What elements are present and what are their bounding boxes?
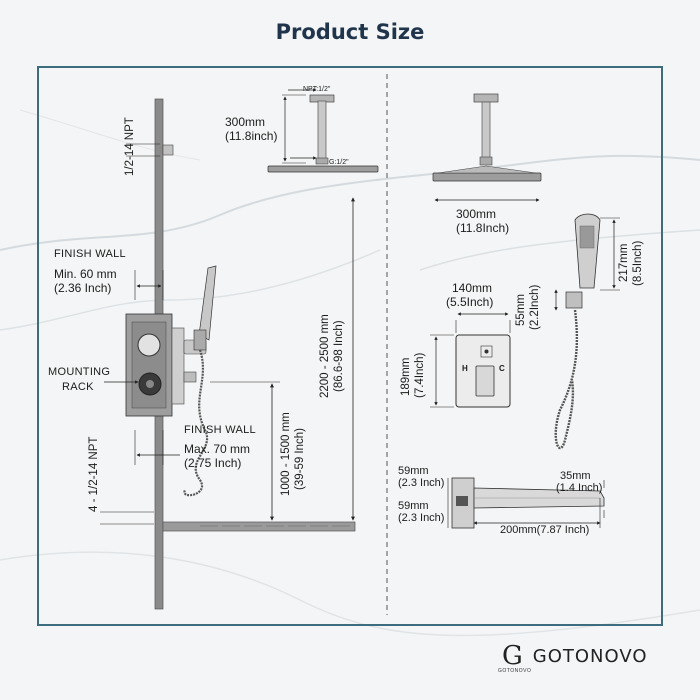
top-pipe-connection [126,143,174,157]
hot-mark: H [462,364,468,373]
max-depth-inch-label: (2.75 Inch) [184,456,242,470]
arm-length-inch-label: (11.8inch) [225,129,278,143]
spout-height-2-inch-label: (2.3 Inch) [398,512,445,524]
handheld-length-inch-label: (8.5Inch) [632,240,644,286]
total-height-inch-label: (86.6-98 Inch) [333,320,345,392]
spout-thickness-label: 35mm [560,470,591,482]
tub-spout [447,477,605,529]
valve-height-dimension [210,381,280,521]
plate-width-label: 140mm [452,281,493,295]
plate-width-inch-label: (5.5Inch) [446,295,494,309]
valve-height-inch-label: (39-59 Inch) [294,427,306,490]
spout-height-1-inch-label: (2.3 Inch) [398,477,445,489]
finish-wall-label-1: FINISH WALL [54,248,126,260]
brand-logo: G GOTONOVO GOTONOVO [498,641,648,674]
logo-subtext: GOTONOVO [498,668,532,674]
plate-height-inch-label: (7.4Inch) [414,352,426,398]
showerhead-width-inch-label: (11.8Inch) [456,221,510,235]
npt-side-top-label: 1/2-14 NPT [124,117,136,176]
handheld-length-label: 217mm [618,243,630,282]
page-title: Product Size [275,20,425,44]
min-depth-inch-label: (2.36 Inch) [54,281,112,295]
g-thread-label: G:1/2" [329,159,349,166]
max-depth-label: Max. 70 mm [184,442,251,456]
holder-height-inch-label: (2.2Inch) [529,284,541,330]
holder-height-label: 55mm [515,294,527,326]
showerhead-width-label: 300mm [456,207,497,221]
plate-height-label: 189mm [400,357,412,396]
diagram-frame [37,66,663,626]
npt-top-label: NPT:1/2" [303,86,331,93]
valve-trim-plate [430,312,511,408]
max-depth-dimension [134,430,180,465]
finish-wall-label-2: FINISH WALL [184,424,256,436]
npt-side-bottom-label: 4 - 1/2-14 NPT [88,436,100,512]
valve-height-label: 1000 - 1500 mm [280,412,292,496]
valve-side-view [104,313,207,417]
mounting-rack-label-2: RACK [62,381,94,393]
spout-length-label: 200mm(7.87 Inch) [500,524,590,536]
showerhead-front-view [432,93,542,202]
handheld-shower-side-view [183,265,217,497]
showerhead-side-view [267,88,379,173]
arm-length-label: 300mm [225,115,266,129]
spout-height-1-label: 59mm [398,465,429,477]
logo-mark: G [502,641,523,671]
total-height-label: 2200 - 2500 mm [319,314,331,398]
mounting-rack-label-1: MOUNTING [48,366,111,378]
min-depth-dimension [134,270,164,300]
spout-thickness-inch-label: (1.4 Inch) [556,482,603,494]
spout-height-2-label: 59mm [398,500,429,512]
handheld-shower-front-view [554,213,620,449]
cold-mark: C [499,364,505,373]
min-depth-label: Min. 60 mm [54,267,117,281]
brand-name: GOTONOVO [532,645,648,667]
